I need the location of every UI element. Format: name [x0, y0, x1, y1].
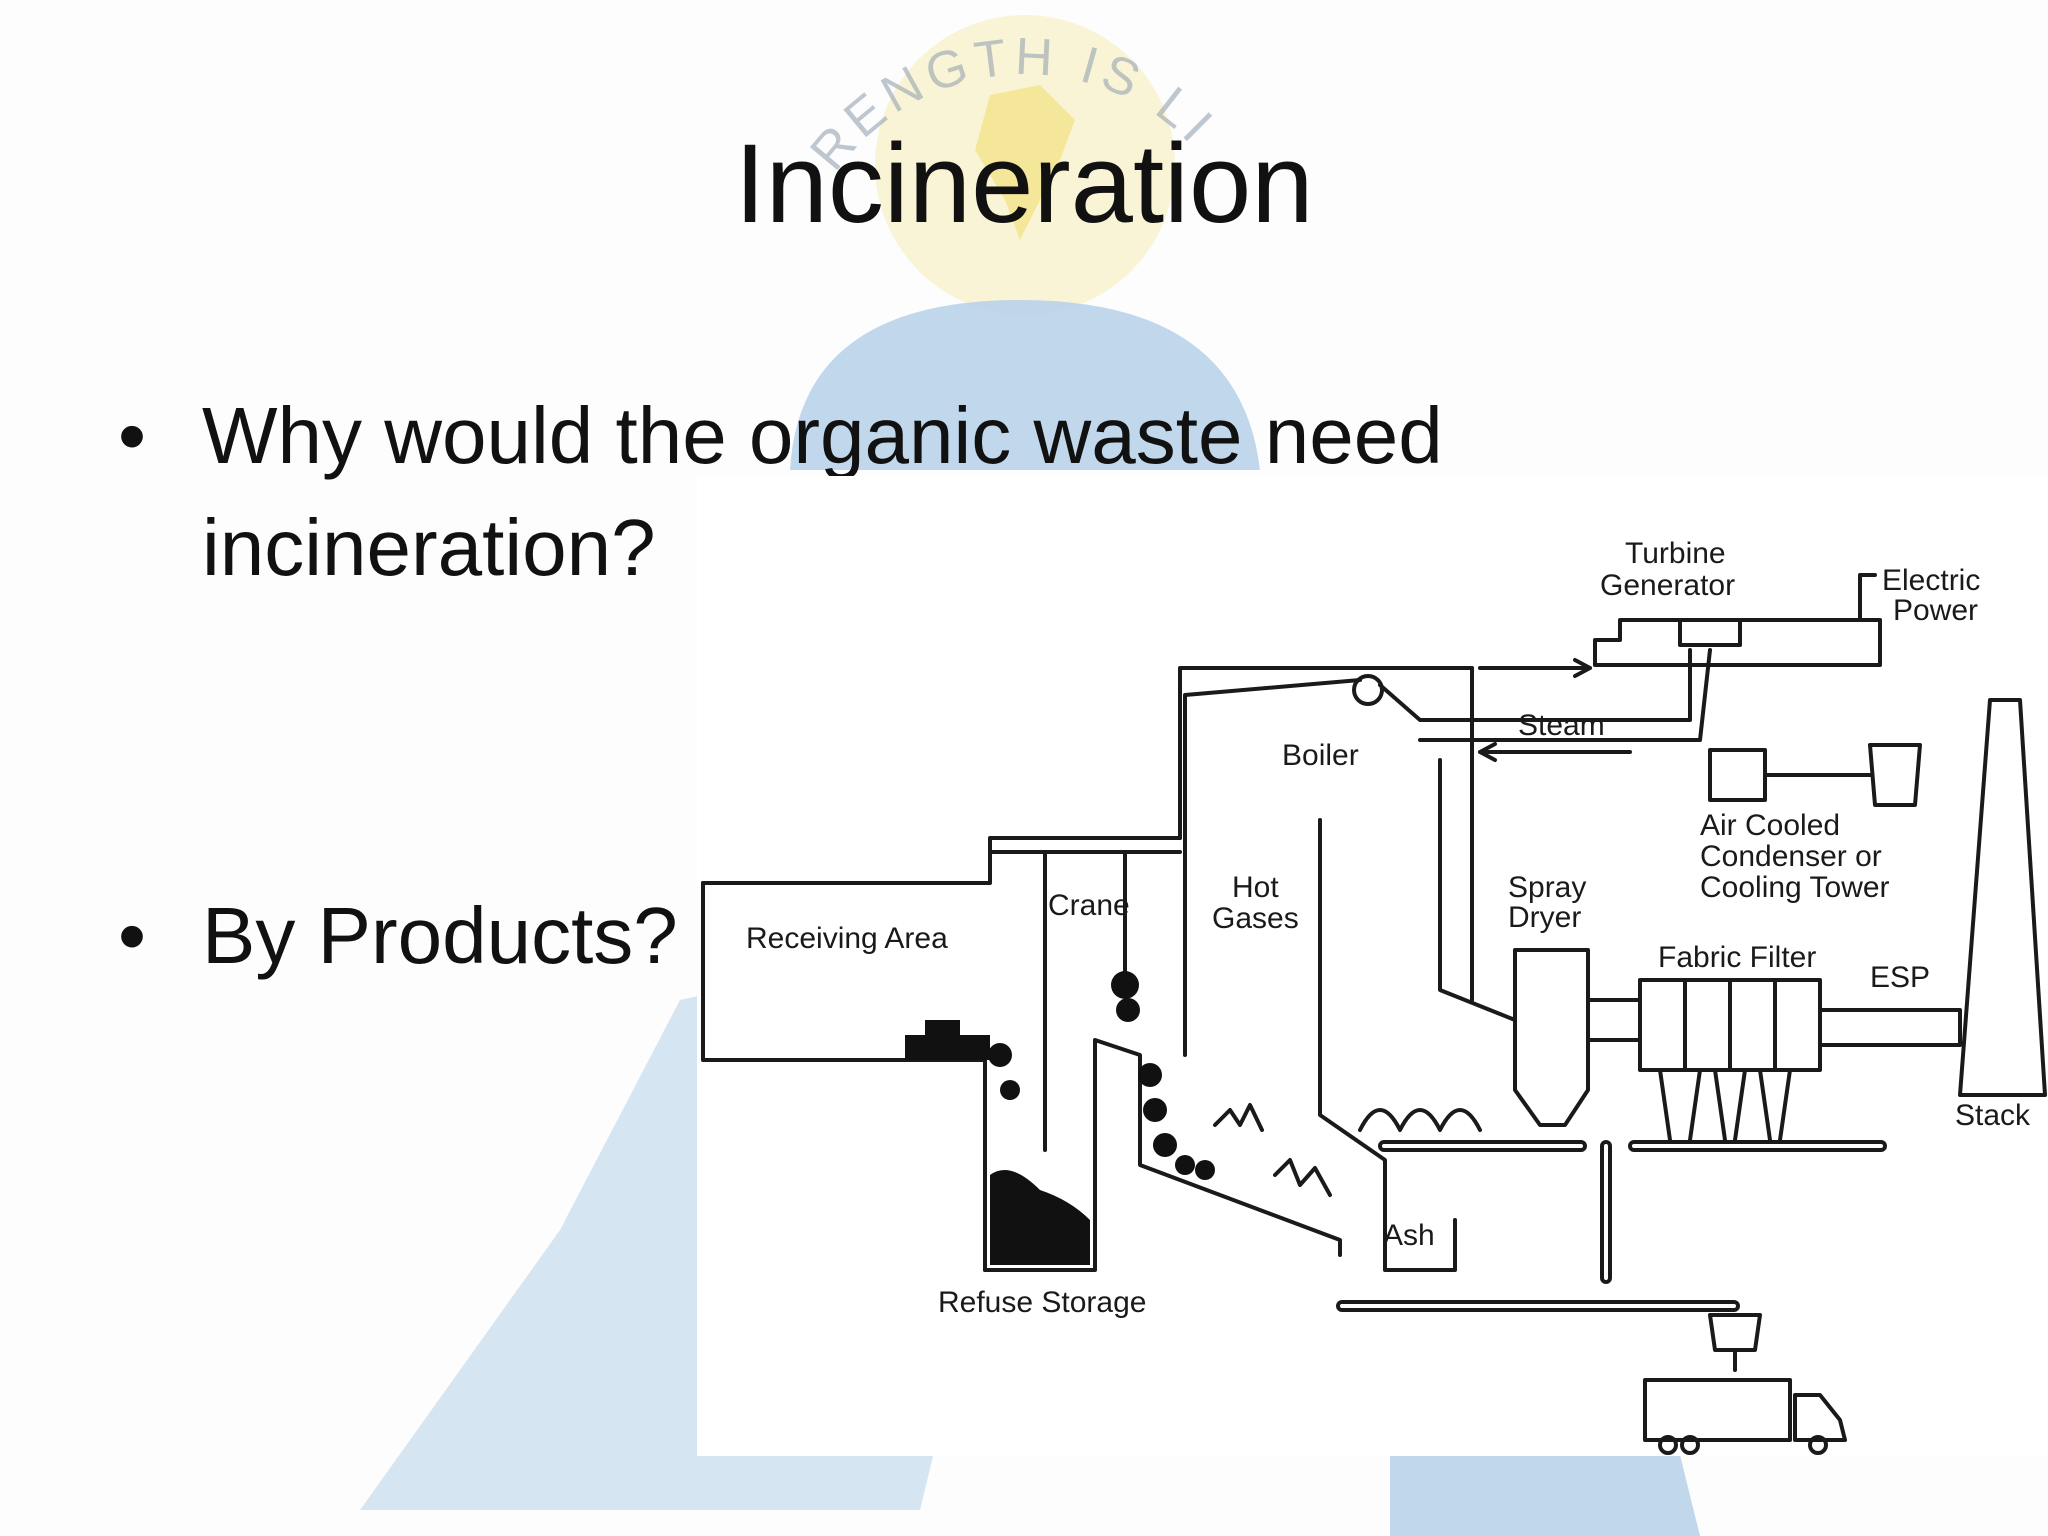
- label-receiving-area: Receiving Area: [746, 922, 948, 955]
- label-cooling-tower: Cooling Tower: [1700, 871, 1890, 904]
- steam-drum: [1352, 674, 1384, 706]
- esp-duct: [1818, 1008, 1962, 1047]
- watermark-map: [975, 85, 1075, 240]
- ash-conveyor-vertical: [1600, 1140, 1612, 1284]
- ash-hopper: [1708, 1313, 1762, 1372]
- watermark-mountain: [790, 300, 1260, 470]
- ash-conveyor-bottom: [1336, 1300, 1740, 1312]
- label-steam: Steam: [1518, 709, 1605, 742]
- label-ash: Ash: [1383, 1219, 1435, 1252]
- electric-power-line: [1838, 573, 1877, 622]
- steam-line-out: [1378, 648, 1692, 722]
- steam-line-return: [1418, 648, 1712, 742]
- label-esp: ESP: [1870, 961, 1930, 994]
- label-dryer: Dryer: [1508, 901, 1581, 934]
- slide-title: Incineration: [734, 121, 1314, 246]
- condenser-box: [1708, 748, 1767, 802]
- cooling-tower: [1868, 743, 1922, 807]
- incinerator-diagram: Turbine Generator Electric Power Steam B…: [697, 476, 2048, 1456]
- label-spray: Spray: [1508, 871, 1586, 904]
- label-air-cooled: Air Cooled: [1700, 809, 1840, 842]
- refuse-pit: [983, 1038, 1342, 1272]
- label-stack: Stack: [1955, 1099, 2031, 1132]
- refuse-truck: [905, 1020, 990, 1060]
- furnace-slope: [1318, 818, 1457, 1272]
- bullet-text-by-products: By Products?: [202, 891, 678, 980]
- turbine-generator: [1593, 618, 1882, 667]
- label-gases: Gases: [1212, 902, 1299, 935]
- ash-conveyor-2: [1628, 1140, 1887, 1152]
- label-boiler: Boiler: [1282, 739, 1359, 772]
- receiving-building: [701, 881, 987, 1272]
- label-power: Power: [1893, 594, 1978, 627]
- bullet-marker: •: [118, 891, 147, 980]
- label-generator: Generator: [1600, 569, 1735, 602]
- generator-housing: [1678, 618, 1742, 647]
- label-crane: Crane: [1048, 889, 1130, 922]
- boiler-hoppers: [1358, 1108, 1482, 1132]
- label-turbine: Turbine: [1625, 537, 1726, 570]
- hot-gas-duct: [1438, 758, 1517, 1062]
- label-fabric-filter: Fabric Filter: [1658, 941, 1816, 974]
- filter-hoppers: [1658, 1068, 1792, 1142]
- label-condenser-or: Condenser or: [1700, 840, 1882, 873]
- watermark-base: [1390, 1455, 1700, 1536]
- spray-dryer: [1513, 948, 1590, 1127]
- bullet-marker: •: [118, 391, 147, 480]
- furnace-flames: [1213, 1103, 1332, 1197]
- receiving-roof: [701, 836, 1182, 885]
- refuse-on-chute: [1138, 1063, 1162, 1087]
- duct-dryer-filter: [1586, 998, 1642, 1042]
- bullet-text-line1: Why would the organic waste need: [202, 391, 1443, 480]
- bullet-text-line2: incineration?: [202, 503, 656, 592]
- crane-grab: [1111, 971, 1139, 999]
- ash-truck: [1643, 1378, 1847, 1442]
- incinerator-diagram-svg: Turbine Generator Electric Power Steam B…: [701, 537, 2047, 1455]
- boiler-inner: [1183, 678, 1362, 1057]
- label-hot: Hot: [1232, 871, 1279, 904]
- boiler-wall: [1178, 666, 1474, 1002]
- steam-arrow: [1478, 658, 1592, 678]
- ash-conveyor-1: [1378, 1140, 1587, 1152]
- refuse-pile: [990, 1170, 1090, 1265]
- steam-return-arrow: [1478, 742, 1632, 762]
- label-electric: Electric: [1882, 564, 1980, 597]
- label-refuse-storage: Refuse Storage: [938, 1286, 1146, 1319]
- stack: [1958, 698, 2047, 1097]
